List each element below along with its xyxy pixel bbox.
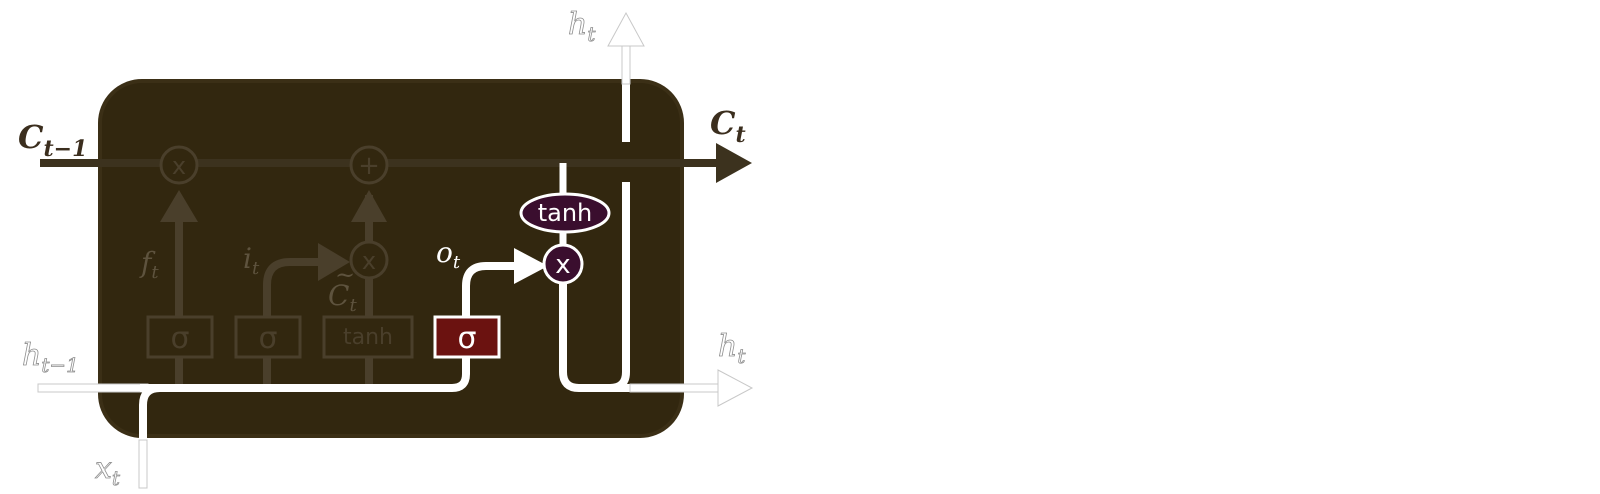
forget-gate-box <box>146 315 214 359</box>
add-op-label: + <box>358 151 380 181</box>
candidate-gate-box <box>322 315 414 359</box>
cell-state-arrowhead <box>716 143 752 183</box>
add-op <box>349 145 389 185</box>
h-t-up-arrowhead <box>607 11 645 47</box>
forget-multiply-label: x <box>172 152 186 180</box>
h-t-output-path <box>559 283 640 392</box>
forget-gate-label: σ <box>170 321 189 356</box>
candidate-gate-label: tanh <box>343 325 393 350</box>
h-prev-input-line <box>37 383 149 393</box>
input-gate-label: σ <box>258 321 277 356</box>
candidate-arrowhead <box>351 190 387 222</box>
o-t-arrowhead <box>514 248 548 284</box>
h-t-right-line <box>629 383 721 393</box>
input-multiply-op <box>349 240 389 280</box>
x-t-input-path <box>139 384 161 486</box>
output-gate-label: σ <box>457 321 476 356</box>
forget-gate-arrowhead <box>160 190 198 222</box>
c-t-label: Ct <box>710 104 746 148</box>
lstm-cell-body <box>98 79 684 438</box>
o-t-label: ot <box>436 236 461 273</box>
input-gate-line <box>263 258 320 388</box>
output-gate-box[interactable] <box>433 315 501 359</box>
input-gate-arrowhead <box>318 243 350 281</box>
h-top-label: ht <box>568 7 596 46</box>
h-right-label: ht <box>718 329 746 368</box>
c-tilde-label: Ct <box>328 279 357 316</box>
output-gate-input-path <box>140 358 470 392</box>
h-t-right-arrowhead <box>717 369 754 407</box>
x-t-label: xt <box>95 451 121 490</box>
input-multiply-label: x <box>362 247 376 275</box>
c-prev-label: Ct−1 <box>18 118 87 162</box>
input-gate-box <box>234 315 302 359</box>
forget-multiply-op <box>159 145 199 185</box>
c-tilde-mark: ~ <box>335 261 355 289</box>
tanh-op-label: tanh <box>538 199 593 227</box>
i-t-label: it <box>243 242 260 279</box>
h-t-up-line <box>621 41 631 85</box>
o-t-path <box>462 262 520 317</box>
output-multiply-label: x <box>555 250 570 280</box>
h-t-up-path <box>609 182 630 392</box>
x-t-input-stub <box>138 439 148 489</box>
h-prev-label: ht−1 <box>22 338 79 377</box>
